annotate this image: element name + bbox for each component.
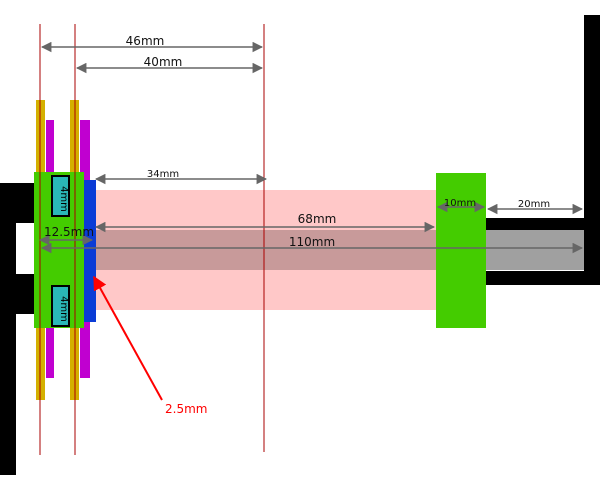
dim-20mm-label: 20mm <box>518 199 550 210</box>
dim-46mm-label: 46mm <box>126 34 165 48</box>
dim-12-5mm-label: 12.5mm <box>44 225 94 239</box>
spacer-bottom-label: 4mm <box>58 296 69 322</box>
right-frame-post <box>584 15 600 285</box>
cyan-spacer-bottom <box>51 285 70 327</box>
callout-2-5mm-arrow <box>93 275 163 401</box>
shaft-outer-section <box>486 230 584 270</box>
dim-68mm-label: 68mm <box>298 212 337 226</box>
cyan-spacer-top <box>51 175 70 217</box>
right-frame-top-arm <box>486 218 598 230</box>
left-frame-upper-arm <box>0 183 38 223</box>
callout-2-5mm-label: 2.5mm <box>165 402 207 416</box>
right-frame-bottom-arm <box>486 271 598 285</box>
green-collar-block <box>436 173 486 328</box>
dim-110mm-label: 110mm <box>289 235 335 249</box>
dim-10mm-label: 10mm <box>444 198 476 209</box>
dim-34mm-label: 34mm <box>147 169 179 180</box>
shaft-inner-section <box>94 230 440 270</box>
dim-40mm-label: 40mm <box>144 55 183 69</box>
left-frame-lower-arm <box>0 274 38 314</box>
spacer-top-label: 4mm <box>58 186 69 212</box>
blue-spacer-plate <box>84 180 96 322</box>
left-frame-post <box>0 183 16 475</box>
